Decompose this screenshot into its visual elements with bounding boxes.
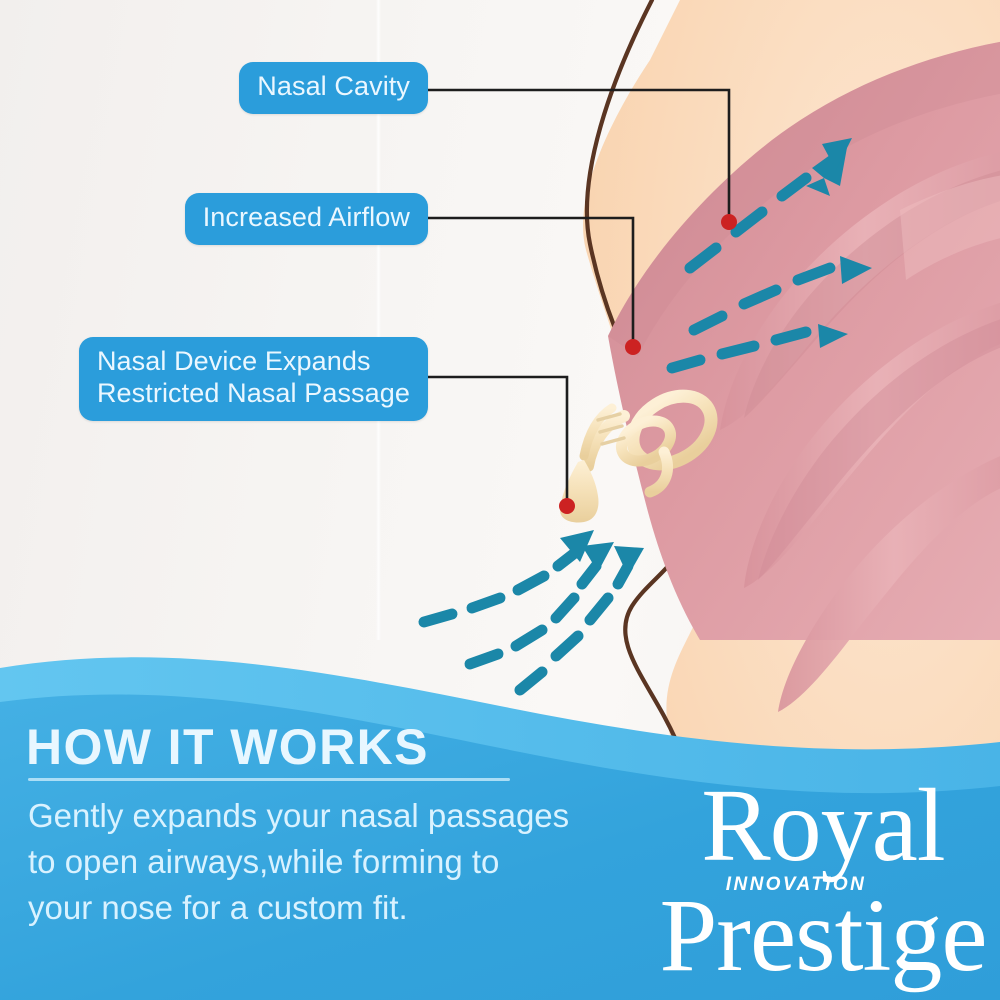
logo-line-prestige: Prestige — [659, 877, 987, 993]
background-seam — [376, 0, 381, 640]
leader-dot-nasal-device — [559, 498, 575, 514]
leader-dots — [559, 214, 737, 514]
leader-line-nasal-cavity — [428, 88, 731, 222]
leader-dot-nasal-cavity — [721, 214, 737, 230]
leader-line-nasal-device — [428, 375, 569, 506]
airflow-arrows-exterior — [418, 546, 634, 696]
leader-lines — [428, 88, 731, 506]
leader-dot-increased-airflow — [625, 339, 641, 355]
brand-logo: Royal INNOVATION Prestige — [650, 768, 996, 1000]
banner-title: HOW IT WORKS — [26, 719, 429, 775]
callout-badge-increased-airflow[interactable]: Increased Airflow — [184, 193, 428, 245]
banner-text-block: HOW IT WORKS Gently expands your nasal p… — [24, 722, 644, 932]
wave-front — [0, 694, 1000, 1000]
callout-badge-nasal-cavity[interactable]: Nasal Cavity — [239, 62, 428, 114]
callout-badge-nasal-device[interactable]: Nasal Device Expands Restricted Nasal Pa… — [78, 337, 428, 421]
logo-line-royal: Royal — [701, 768, 945, 883]
turbinates — [720, 152, 1000, 712]
airflow-arrowheads-interior — [806, 138, 872, 348]
airflow-arrowheads-exterior — [560, 530, 644, 576]
airflow-arrows-interior — [666, 172, 836, 374]
banner-underline-rule — [28, 778, 510, 781]
logo-tagline-innovation: INNOVATION — [725, 874, 867, 895]
leader-line-increased-airflow — [428, 216, 635, 347]
bottom-wave-banner — [0, 657, 1000, 1000]
banner-body-text: Gently expands your nasal passages to op… — [28, 797, 570, 927]
